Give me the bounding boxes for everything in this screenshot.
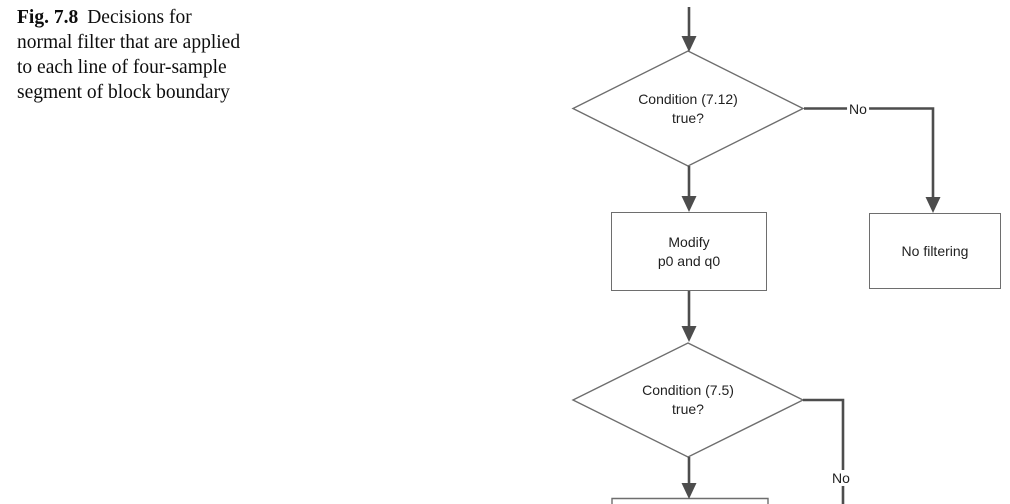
decision2-label: Condition (7.5) true? [573, 343, 803, 457]
process-modify-line1: Modify [668, 233, 710, 250]
decision2-label-line2: true? [672, 401, 704, 417]
no-label-1: No [847, 101, 869, 117]
decision2-label-line1: Condition (7.5) [642, 382, 734, 398]
decision1-label-line1: Condition (7.12) [638, 90, 738, 107]
process1-out-head [681, 326, 697, 342]
decision2-yes-head [681, 483, 697, 499]
no-filtering-label: No filtering [901, 242, 969, 259]
decision2-no-line [803, 398, 845, 504]
decision1-no-line [804, 107, 935, 198]
process2-box-partial [611, 497, 769, 504]
process-modify-box: Modify p0 and q0 [611, 212, 767, 291]
caption-text-1: Decisions for [87, 7, 192, 28]
decision1-label-line2: true? [672, 109, 704, 126]
process-modify-line2: p0 and q0 [657, 252, 721, 269]
caption-text-2: normal filter that are applied [17, 32, 241, 53]
decision1-label: Condition (7.12) true? [573, 51, 803, 166]
decision1-no-head [925, 197, 941, 213]
caption-line-1: Fig. 7.8 Decisions for [17, 5, 317, 30]
no-label-2: No [830, 470, 852, 486]
figure-number: Fig. 7.8 [17, 7, 79, 28]
caption-text-3: to each line of four-sample [17, 57, 227, 78]
no-filtering-box: No filtering [869, 213, 1001, 289]
entry-arrow-head [681, 36, 697, 52]
decision1-yes-head [681, 196, 697, 212]
figure-caption: Fig. 7.8 Decisions for normal filter that… [17, 5, 317, 105]
caption-text-4: segment of block boundary [17, 82, 230, 103]
